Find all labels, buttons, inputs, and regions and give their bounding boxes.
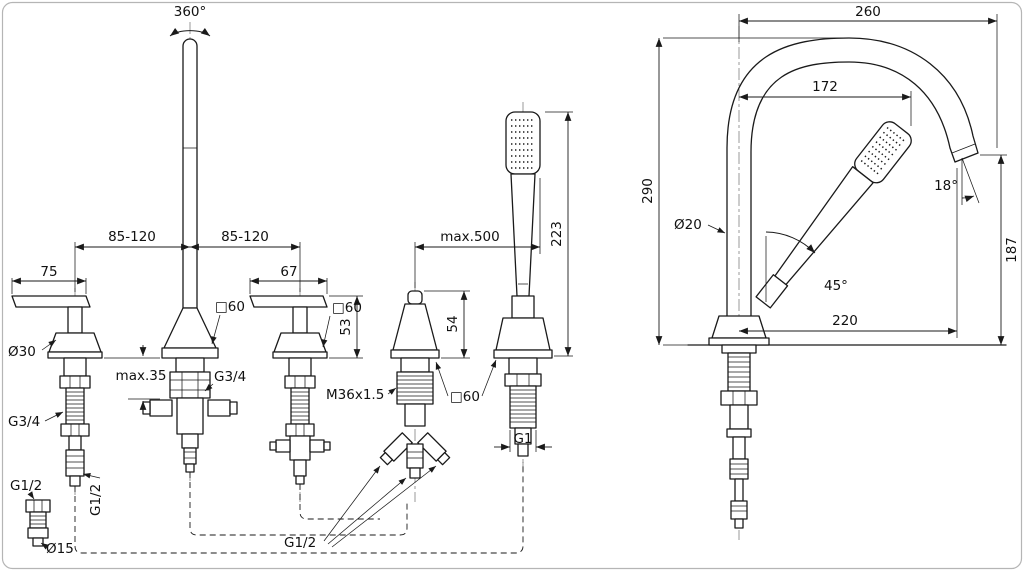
holder-escutcheon [495,317,551,351]
side-dimensions: 260 172 290 Ø20 18° 187 45° 220 [640,4,1020,346]
spout-front [142,38,238,473]
dim-sq60-spout-label: □60 [215,299,245,315]
dim-54-label: 54 [445,315,461,332]
dim-85-120-left-label: 85-120 [108,229,156,245]
side-view: 260 172 290 Ø20 18° 187 45° 220 [640,4,1020,540]
inlet-adapter [25,499,51,547]
dim-53-label: 53 [338,318,354,335]
dim-75-label: 75 [40,264,57,280]
dim-max35-label: max.35 [116,368,167,384]
front-view: 360° 75 85-120 85-120 67 max.500 223 53 [8,4,573,557]
dim-187-label: 187 [1004,237,1020,263]
left-handle-stem [67,306,83,334]
diverter-escutcheon [392,303,438,351]
dim-172-label: 172 [812,79,838,95]
handshower-front [493,111,553,457]
thread-g1-label: G1 [513,431,532,447]
shower-handle [510,173,536,297]
left-handle-lever [11,295,91,308]
right-handle-stem [292,306,308,334]
thread-g12-connections-label: G1/2 [284,535,316,551]
spout-side-profile [726,37,979,346]
dim-sq60-diverter-holder-label: □60 [450,389,480,405]
front-dimensions: 360° 75 85-120 85-120 67 max.500 223 53 [8,4,573,557]
side-underdeck-body [720,344,758,529]
spray-face-dots [511,119,535,169]
side-escutcheon [711,315,767,339]
thread-g12-inlet-label: G1/2 [10,478,42,494]
shower-head [505,111,541,175]
dim-360-label: 360° [174,4,207,20]
left-handle-escutcheon [48,332,102,353]
dim-max500-label: max.500 [440,229,499,245]
thread-g34-handle-label: G3/4 [8,414,40,430]
dim-85-120-right-label: 85-120 [221,229,269,245]
spout-body [169,371,211,399]
spout-escutcheon [163,307,217,349]
dim-45deg-label: 45° [824,278,848,294]
diverter-front [379,290,451,479]
right-handle-lever [249,295,328,308]
dim-220-label: 220 [832,313,858,329]
spout-left-outlet [149,399,173,417]
right-handle-front [249,295,331,485]
dim-d30-label: Ø30 [8,344,36,360]
thread-m36-label: M36x1.5 [326,387,384,403]
spout-right-outlet [207,399,231,417]
shower-handle-side [774,166,874,286]
dim-260-label: 260 [855,4,881,20]
left-handle-front [11,295,103,487]
dim-290-label: 290 [640,178,656,204]
shower-holder-collar [511,295,535,319]
holder-thread-body [509,385,537,429]
right-handle-escutcheon [273,332,327,353]
thread-g12-vertical-label: G1/2 [88,484,104,516]
thread-g34-spout-label: G3/4 [214,369,246,385]
rotation-arrow [169,27,211,37]
dim-223-label: 223 [549,221,565,247]
dim-18deg-label: 18° [934,178,958,194]
dim-d20-label: Ø20 [674,217,702,233]
adapter-hex [25,499,51,513]
spout-tube [182,38,198,309]
dim-67-label: 67 [280,264,297,280]
diverter-knob [407,290,423,305]
hose-routing-dashed [74,462,524,554]
handshower-side [755,121,912,309]
dim-d15-label: Ø15 [46,541,74,557]
left-handle-thread-body [65,387,85,425]
dim-sq60-handle-label: □60 [332,300,362,316]
